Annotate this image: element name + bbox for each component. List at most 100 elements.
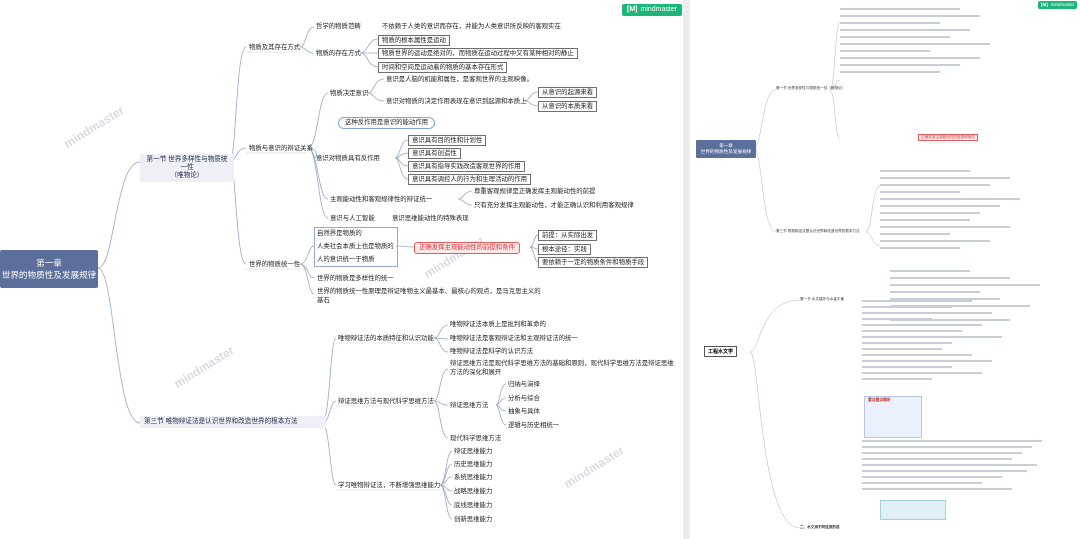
thumb-branch-1[interactable]: 第一节 世界多样性与物质统一性（唯物论） [776,86,846,90]
thinking-intro[interactable]: 辩证思维方法是现代科学思维方法的基础和原则，现代科学思维方法是辩证思维方法的深化… [450,360,674,376]
connector [359,52,379,68]
methods-label[interactable]: 辩证思维方法 [450,402,489,409]
existence-item[interactable]: 物质世界的运动是绝对的，而物质在运动过程中又有某种相对的静止 [378,48,578,59]
world-unity-item[interactable]: 人的意识统一于物质 [317,256,375,263]
thumb-text-bar [840,15,980,17]
connector [367,78,385,94]
thumb-lower-branch-2[interactable]: 二、水文测不同径流形成 [800,525,840,529]
thumb-text-bar [862,488,1012,490]
connector [457,198,473,206]
thumb-text-bar [890,291,980,293]
connector [321,422,337,486]
thumb-text-bar [862,366,952,368]
mindmaster-logo-thumb: [M]mindmaster [1038,1,1078,9]
ai-value[interactable]: 意识思维能动性的特殊表现 [392,215,469,222]
thumb-text-bar [880,247,960,249]
root-topic[interactable]: 第一章 世界的物质性及发展规律 [0,250,98,288]
reacts-item[interactable]: 意识具有目的性和计划性 [408,135,487,146]
thumb-text-bar [862,482,982,484]
thumb-lower-branch-1[interactable]: 第一节 水文循环与水量平衡 [800,297,845,301]
section-1-subtitle: （唯物论） [170,172,204,179]
decides-item[interactable]: 意识是人脑的机能和属性，是客观世界的主观映像。 [386,76,533,83]
callout-item[interactable]: 要依赖于一定的物质条件和物质手段 [538,257,649,268]
reacts-label[interactable]: 意识对物质具有反作用 [316,155,380,162]
section-3-topic[interactable]: 第三节 唯物辩证法是认识世界和改造世界的根本方法 [140,416,326,428]
existence-item[interactable]: 时间和空间是运动着的物质的基本存在形式 [378,62,508,73]
connector [367,92,385,102]
nature-item[interactable]: 唯物辩证法是客观辩证法和主观辩证法的统一 [450,335,578,342]
world-unity-topic[interactable]: 世界的物质统一性 [249,261,301,268]
thumb-text-bar [862,476,1002,478]
connector [433,400,449,439]
thumb-root-line2: 世界的物质性及发展规律 [700,149,752,154]
thumb-text-bar [880,191,960,193]
world-unity-item[interactable]: 自然界是物质的 [317,230,362,237]
callout-item[interactable]: 前提：从实际出发 [538,230,598,241]
thumb-root-topic[interactable]: 第一章 世界的物质性及发展规律 [696,140,756,158]
modern-method[interactable]: 现代科学思维方法 [450,435,502,442]
connector [299,263,315,295]
nature-item[interactable]: 唯物辩证法本质上是批判和革命的 [450,321,546,328]
unity-item[interactable]: 尊重客观规律是正确发挥主观能动性的前提 [474,188,596,195]
thumb-text-bar [862,378,932,380]
thinking-label[interactable]: 辩证思维方法与现代科学思维方法 [338,398,434,405]
callout-item[interactable]: 根本途径：实践 [538,244,591,255]
connector [439,450,453,486]
thumb-branch-3[interactable]: 第三节 唯物辩证法是认识世界和改造世界的根本方法 [776,229,860,233]
ability-item[interactable]: 创新思维能力 [454,516,493,523]
thumb-root-line1: 第一章 [719,143,733,148]
key-condition-callout[interactable]: 正确发挥主观能动性的前提和条件 [414,242,520,254]
unity-item[interactable]: 只有充分发挥主观能动性，才能正确认识和利用客观规律 [474,202,634,209]
decides-sub[interactable]: 从意识的本质来看 [538,101,598,112]
method-item[interactable]: 逻辑与历史相统一 [508,422,560,429]
existence-label[interactable]: 物质的存在方式 [316,50,361,57]
thumb-text-bar [880,233,950,235]
matter-consciousness-topic[interactable]: 物质与意识的辩证关系 [249,145,313,152]
method-item[interactable]: 抽象与具体 [508,408,540,415]
matter-existence-topic[interactable]: 物质及其存在方式 [249,44,301,51]
connector [457,190,473,200]
logo-text: mindmaster [640,6,678,13]
world-unity-group [314,227,398,267]
principle-node[interactable]: 世界的物质统一性原理是辩证唯物主义最基本、最核心的观点，是马克思主义的基石 [317,288,541,304]
ability-item[interactable]: 底线思维能力 [454,502,493,509]
section-1-topic[interactable]: 第一节 世界多样性与物质统一性 （唯物论） [140,154,234,182]
philo-matter-def[interactable]: 不依赖于人类的意识而存在，并能为人类意识所反映的客观实在 [382,23,561,30]
ai-label[interactable]: 意识与人工智能 [330,215,375,222]
thumb-text-bar [862,360,992,362]
thumb-text-bar [880,198,1020,200]
ability-item[interactable]: 战略思维能力 [454,488,493,495]
thumb-text-bar [862,318,932,320]
thumb-highlight[interactable]: 正确发挥主观能动性的前提和条件 [918,134,978,141]
method-item[interactable]: 归纳与演绎 [508,381,540,388]
ability-item[interactable]: 系统思维能力 [454,474,493,481]
connector [433,400,449,406]
dialectics-nature-label[interactable]: 唯物辩证法的本质特征和认识功能 [338,335,434,342]
active-role-bubble[interactable]: 这种反作用是意识的能动作用 [338,117,436,129]
decides-item[interactable]: 意识对物质的决定作用表现在意识到起源和本质上 [386,98,527,105]
thumb-text-bar [862,458,1012,460]
mindmaster-logo-icon: [M] [1041,2,1048,7]
unity-label[interactable]: 主观能动性和客观规律性的辩证统一 [330,196,433,203]
decides-sub[interactable]: 从意识的起源来看 [538,87,598,98]
connector [495,404,507,426]
decides-label[interactable]: 物质决定意识 [330,90,369,97]
world-unity-item[interactable]: 人类社会本质上也是物质的 [317,243,394,250]
reacts-item[interactable]: 意识具有创造性 [408,148,461,159]
thumb-text-bar [890,284,1040,286]
diversity-node[interactable]: 世界的物质是多样性的统一 [317,275,394,282]
method-item[interactable]: 分析与综合 [508,395,540,402]
thumb-text-bar [862,354,972,356]
reacts-item[interactable]: 意识具有指导实践改造客观世界的作用 [408,161,525,172]
nature-item[interactable]: 唯物辩证法是科学的认识方法 [450,348,534,355]
ability-item[interactable]: 辩证思维能力 [454,448,493,455]
ability-item[interactable]: 历史思维能力 [454,461,493,468]
root-line1: 第一章 [36,258,62,268]
mindmaster-logo: [M]mindmaster [622,4,683,16]
philo-matter-label[interactable]: 哲学的物质范畴 [316,23,361,30]
ability-label[interactable]: 学习唯物辩证法，不断增强思维能力 [338,482,441,489]
existence-item[interactable]: 物质的根本属性是运动 [378,35,450,46]
thumb-lower-root[interactable]: 工程水文学 [704,346,738,357]
reacts-item[interactable]: 意识具有调控人的行为和生理活动的作用 [408,174,532,185]
thumb-text-bar [862,306,952,308]
